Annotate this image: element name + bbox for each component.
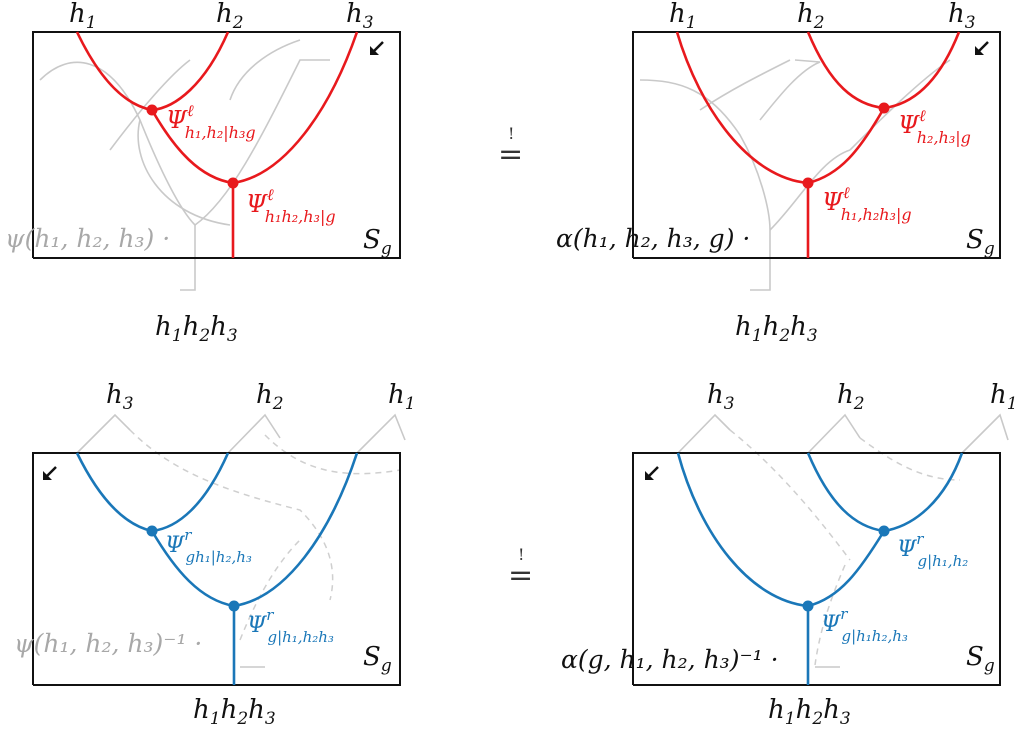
- top-label-3: h1: [990, 380, 1018, 414]
- bottom-label: h1h2h3: [768, 695, 851, 729]
- region-label: Sg: [363, 225, 392, 259]
- strand-h2: [806, 31, 885, 110]
- region-label: Sg: [363, 642, 392, 676]
- corner-arrow-icon: [43, 466, 57, 480]
- svg-text:!: !: [508, 124, 514, 143]
- top-label-3: h1: [388, 380, 416, 414]
- strand-h1: [233, 452, 359, 608]
- strand-h1: [675, 31, 809, 185]
- grey-strands: [76, 413, 406, 668]
- strand-merge: [150, 530, 235, 608]
- top-label-1: h1: [69, 0, 97, 33]
- region-label: Sg: [966, 642, 995, 676]
- strand-h3: [883, 31, 961, 110]
- strand-merge: [807, 107, 886, 185]
- top-label-2: h2: [256, 380, 284, 414]
- coefficient: ψ(h₁, h₂, h₃)⁻¹ ·: [14, 629, 202, 658]
- svg-text:=: =: [498, 137, 523, 172]
- top-label-3: h3: [346, 0, 374, 33]
- top-label-2: h2: [216, 0, 244, 33]
- junction-dot-1: [146, 525, 158, 537]
- corner-arrow-icon: [645, 466, 659, 480]
- junction-dot-2: [228, 600, 240, 612]
- top-label-1: h1: [669, 0, 697, 33]
- bottom-label: h1h2h3: [193, 695, 276, 729]
- junction-dot-2: [227, 177, 239, 189]
- frame-box: [32, 31, 401, 259]
- strand-h2: [151, 452, 230, 533]
- junction-dot-1: [146, 104, 158, 116]
- strand-merge: [150, 109, 234, 185]
- frame-box: [32, 452, 401, 686]
- frame-box: [632, 31, 1001, 259]
- strand-h3: [676, 452, 809, 608]
- junction-dot-2: [802, 177, 814, 189]
- strand-h1: [883, 452, 964, 533]
- strand-h3: [75, 452, 153, 533]
- grey-strands: [639, 59, 951, 291]
- corner-arrow-icon: [975, 41, 989, 55]
- junction-dot-1: [878, 525, 890, 537]
- top-label-2: h2: [837, 380, 865, 414]
- top-label-1: h3: [707, 380, 735, 414]
- svg-text:=: =: [508, 558, 533, 593]
- grey-strands: [677, 413, 1009, 668]
- frame-box: [632, 452, 1001, 686]
- strand-h3: [232, 31, 359, 185]
- junction-dot-2: [802, 600, 814, 612]
- top-label-2: h2: [797, 0, 825, 33]
- strand-h2: [806, 452, 885, 533]
- region-label: Sg: [966, 225, 995, 259]
- equals-top: ! =: [498, 124, 523, 172]
- top-label-1: h3: [106, 380, 134, 414]
- grey-strands: [39, 39, 330, 291]
- junction-dot-1: [878, 102, 890, 114]
- bottom-label: h1h2h3: [735, 312, 818, 346]
- strand-h1: [75, 31, 153, 112]
- top-label-3: h3: [948, 0, 976, 33]
- coefficient: α(g, h₁, h₂, h₃)⁻¹ ·: [561, 645, 779, 674]
- equals-bottom: ! =: [508, 545, 533, 593]
- corner-arrow-icon: [370, 41, 384, 55]
- strand-merge: [807, 530, 886, 608]
- coefficient: α(h₁, h₂, h₃, g) ·: [556, 224, 750, 253]
- coefficient: ψ(h₁, h₂, h₃) ·: [5, 224, 170, 253]
- strand-h2: [151, 31, 230, 112]
- bottom-label: h1h2h3: [155, 312, 238, 346]
- svg-text:!: !: [518, 545, 524, 564]
